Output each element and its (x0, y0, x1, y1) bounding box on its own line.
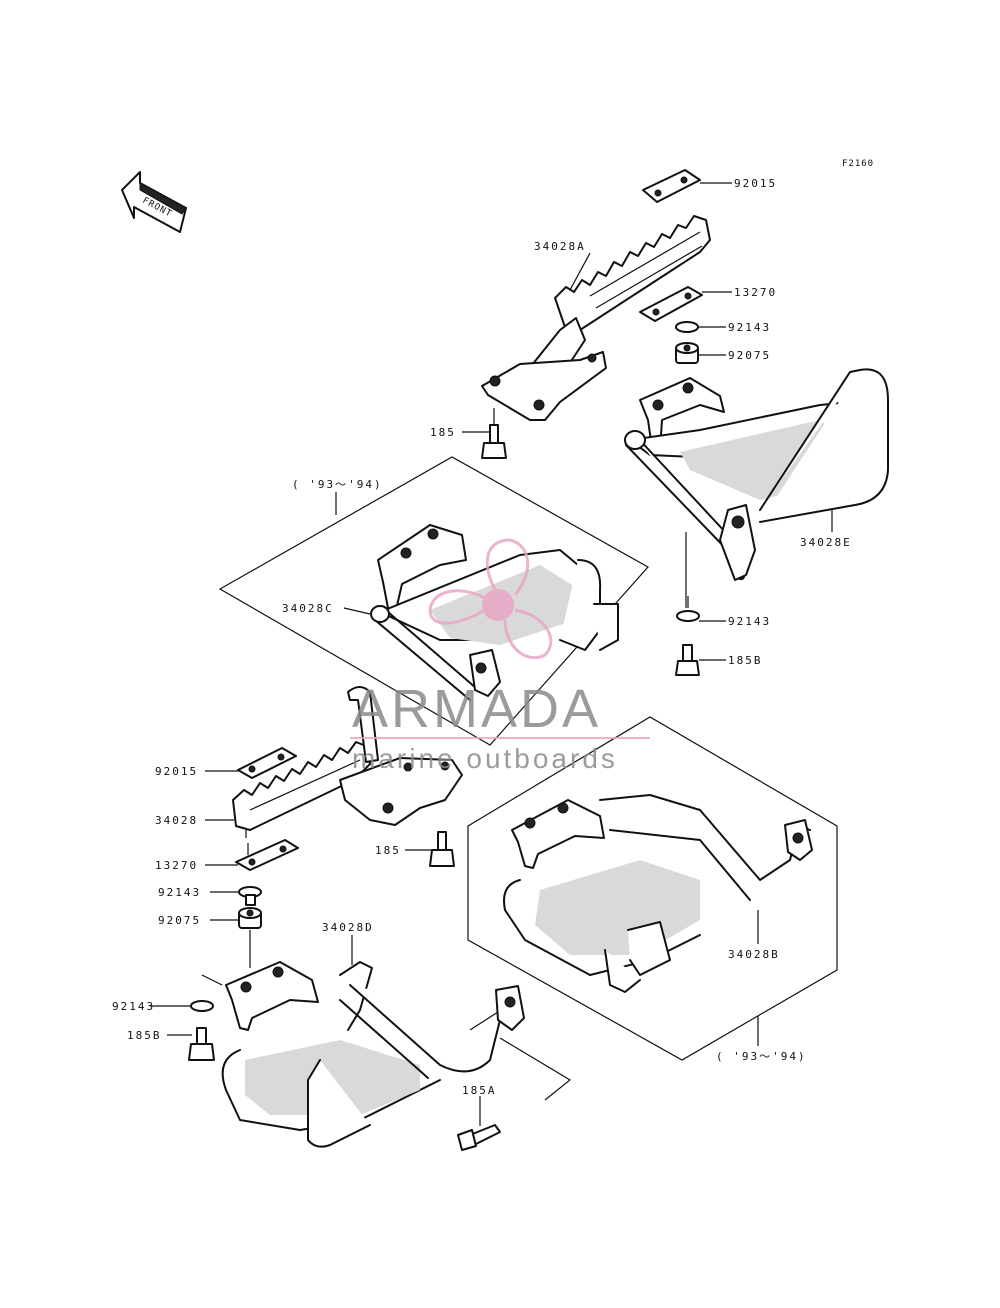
label-34028A: 34028A (534, 240, 586, 253)
year-note-lower: ( '93～'94) (716, 1050, 807, 1063)
label-92143-left2: 92143 (112, 1000, 155, 1013)
label-92143-top2: 92143 (728, 615, 771, 628)
label-13270-top: 13270 (734, 286, 777, 299)
watermark-brand: ARMADA (352, 679, 601, 739)
bolt-185A (457, 1124, 501, 1151)
step-bracket-34028B (503, 794, 813, 993)
label-34028B: 34028B (728, 948, 780, 961)
footrest-34028 (232, 686, 463, 929)
step-bracket-34028D (188, 961, 525, 1148)
variant-frame-lower (467, 716, 838, 1061)
variant-frame-upper (218, 456, 649, 746)
front-arrow-icon: FRONT (121, 171, 187, 233)
watermark: ARMADA marine outboards (350, 538, 650, 774)
label-92015-left: 92015 (155, 765, 198, 778)
label-34028C: 34028C (282, 602, 334, 615)
label-92015-top: 92015 (734, 177, 777, 190)
watermark-tagline: marine outboards (352, 743, 618, 774)
leader-lines (150, 182, 833, 1126)
propeller-logo-icon (428, 538, 553, 659)
figure-code: F2160 (842, 159, 874, 169)
label-185A: 185A (462, 1084, 497, 1097)
label-13270-left: 13270 (155, 859, 198, 872)
year-note-upper: ( '93～'94) (292, 478, 383, 491)
label-34028D: 34028D (322, 921, 374, 934)
variant-frame-lower-left (201, 974, 223, 986)
label-34028: 34028 (155, 814, 198, 827)
label-185-top: 185 (430, 426, 456, 439)
label-185B-top: 185B (728, 654, 763, 667)
label-34028E: 34028E (800, 536, 852, 549)
label-185-mid: 185 (375, 844, 401, 857)
label-92143-top1: 92143 (728, 321, 771, 334)
label-92075-left: 92075 (158, 914, 201, 927)
label-185B-left: 185B (127, 1029, 162, 1042)
label-92075-top: 92075 (728, 349, 771, 362)
step-bracket-34028E (624, 368, 889, 676)
footrest-34028A (481, 169, 711, 459)
label-92143-left1: 92143 (158, 886, 201, 899)
